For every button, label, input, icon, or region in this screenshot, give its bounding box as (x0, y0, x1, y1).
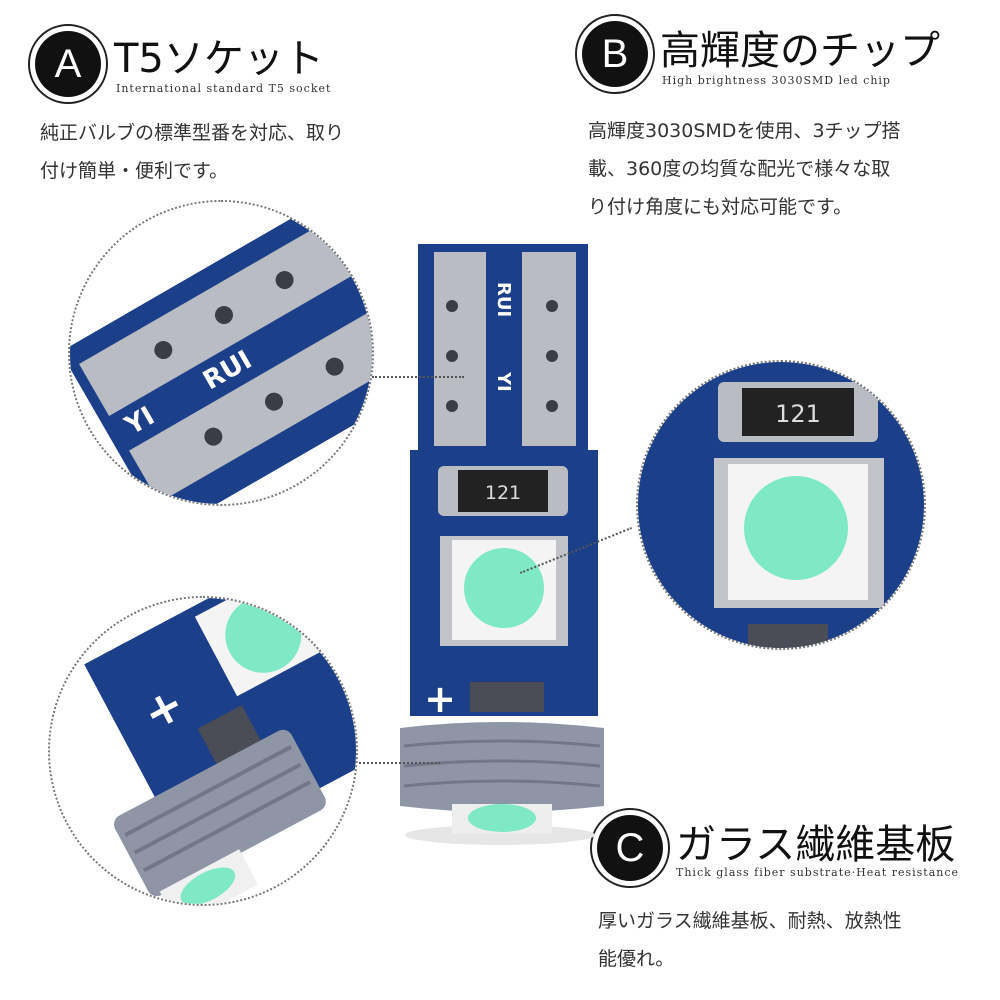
resistor-top (458, 470, 548, 512)
badge-a-letter: A (35, 31, 101, 97)
zoom-pad-hole (214, 306, 233, 325)
zoom-pad-hole (325, 357, 344, 376)
section-a-title: T5ソケット (114, 36, 324, 82)
zoom-pad-hole (204, 427, 223, 446)
zoom-base-image: + (50, 598, 356, 904)
section-a-description-line: 付け簡単・便利です。 (40, 160, 229, 182)
zoom-socket-image: RUI YI (70, 202, 372, 504)
badge-c-letter: C (597, 815, 663, 881)
section-a-description: 純正バルブの標準型番を対応、取り 付け簡単・便利です。 (40, 114, 344, 190)
glass-fiber-base (400, 722, 604, 812)
contact-pad-right (522, 252, 576, 446)
section-c-description: 厚いガラス繊維基板、耐熱、放熱性 能優れ。 (598, 902, 902, 978)
badge-b-letter: B (582, 21, 648, 87)
zoom-pad-hole (264, 392, 283, 411)
section-c-subtitle: Thick glass fiber substrate·Heat resista… (676, 866, 960, 879)
led-chip-emitter (464, 548, 544, 628)
section-b-subtitle: High brightness 3030SMD led chip (662, 74, 891, 87)
zoom-pad-hole (275, 271, 294, 290)
board-text-yi: YI (493, 371, 514, 392)
zoom-glass-fiber-base (114, 729, 326, 897)
pad-hole (546, 400, 558, 412)
section-b-description-line: 載、360度の均質な配光で様々な取 (588, 158, 891, 180)
section-a-subtitle: International standard T5 socket (116, 82, 332, 95)
section-b-description-line: り付け角度にも対応可能です。 (588, 196, 853, 218)
leader-line-c (352, 762, 440, 764)
pad-hole (446, 350, 458, 362)
zoom-base-texture (124, 745, 311, 873)
section-c-description-line: 能優れ。 (598, 948, 675, 970)
zoom-circle-base: + (48, 596, 358, 906)
resistor-code: 121 (485, 482, 521, 504)
badge-b: B (575, 14, 655, 94)
pad-hole (446, 300, 458, 312)
solder-pad (470, 682, 544, 712)
board-text-rui: RUI (493, 282, 514, 317)
zoom-chip-image: 121 (638, 362, 924, 648)
section-c-description-line: 厚いガラス繊維基板、耐熱、放熱性 (598, 910, 902, 932)
pad-hole (546, 350, 558, 362)
bottom-led-emitter (468, 804, 536, 832)
badge-c: C (590, 808, 670, 888)
zoom-resistor-code: 121 (775, 400, 821, 428)
badge-a: A (28, 24, 108, 104)
leader-line-a (372, 376, 464, 378)
pad-hole (546, 300, 558, 312)
zoom-led-emitter (744, 476, 848, 580)
zoom-circle-chip: 121 (636, 360, 926, 650)
section-c-title: ガラス繊維基板 (676, 822, 956, 868)
contact-pad-left (434, 252, 486, 446)
section-b-description-line: 高輝度3030SMDを使用、3チップ搭 (588, 120, 901, 142)
polarity-plus-mark: + (424, 677, 456, 721)
zoom-circle-socket: RUI YI (68, 200, 374, 506)
pad-hole (446, 400, 458, 412)
zoom-resistor-top (742, 388, 854, 436)
section-b-description: 高輝度3030SMDを使用、3チップ搭 載、360度の均質な配光で様々な取 り付… (588, 112, 901, 226)
section-b-title: 高輝度のチップ (660, 28, 940, 74)
section-a-description-line: 純正バルブの標準型番を対応、取り (40, 122, 345, 144)
zoom-bottom-led-emitter (180, 867, 236, 904)
zoom-pad-hole (154, 341, 173, 360)
